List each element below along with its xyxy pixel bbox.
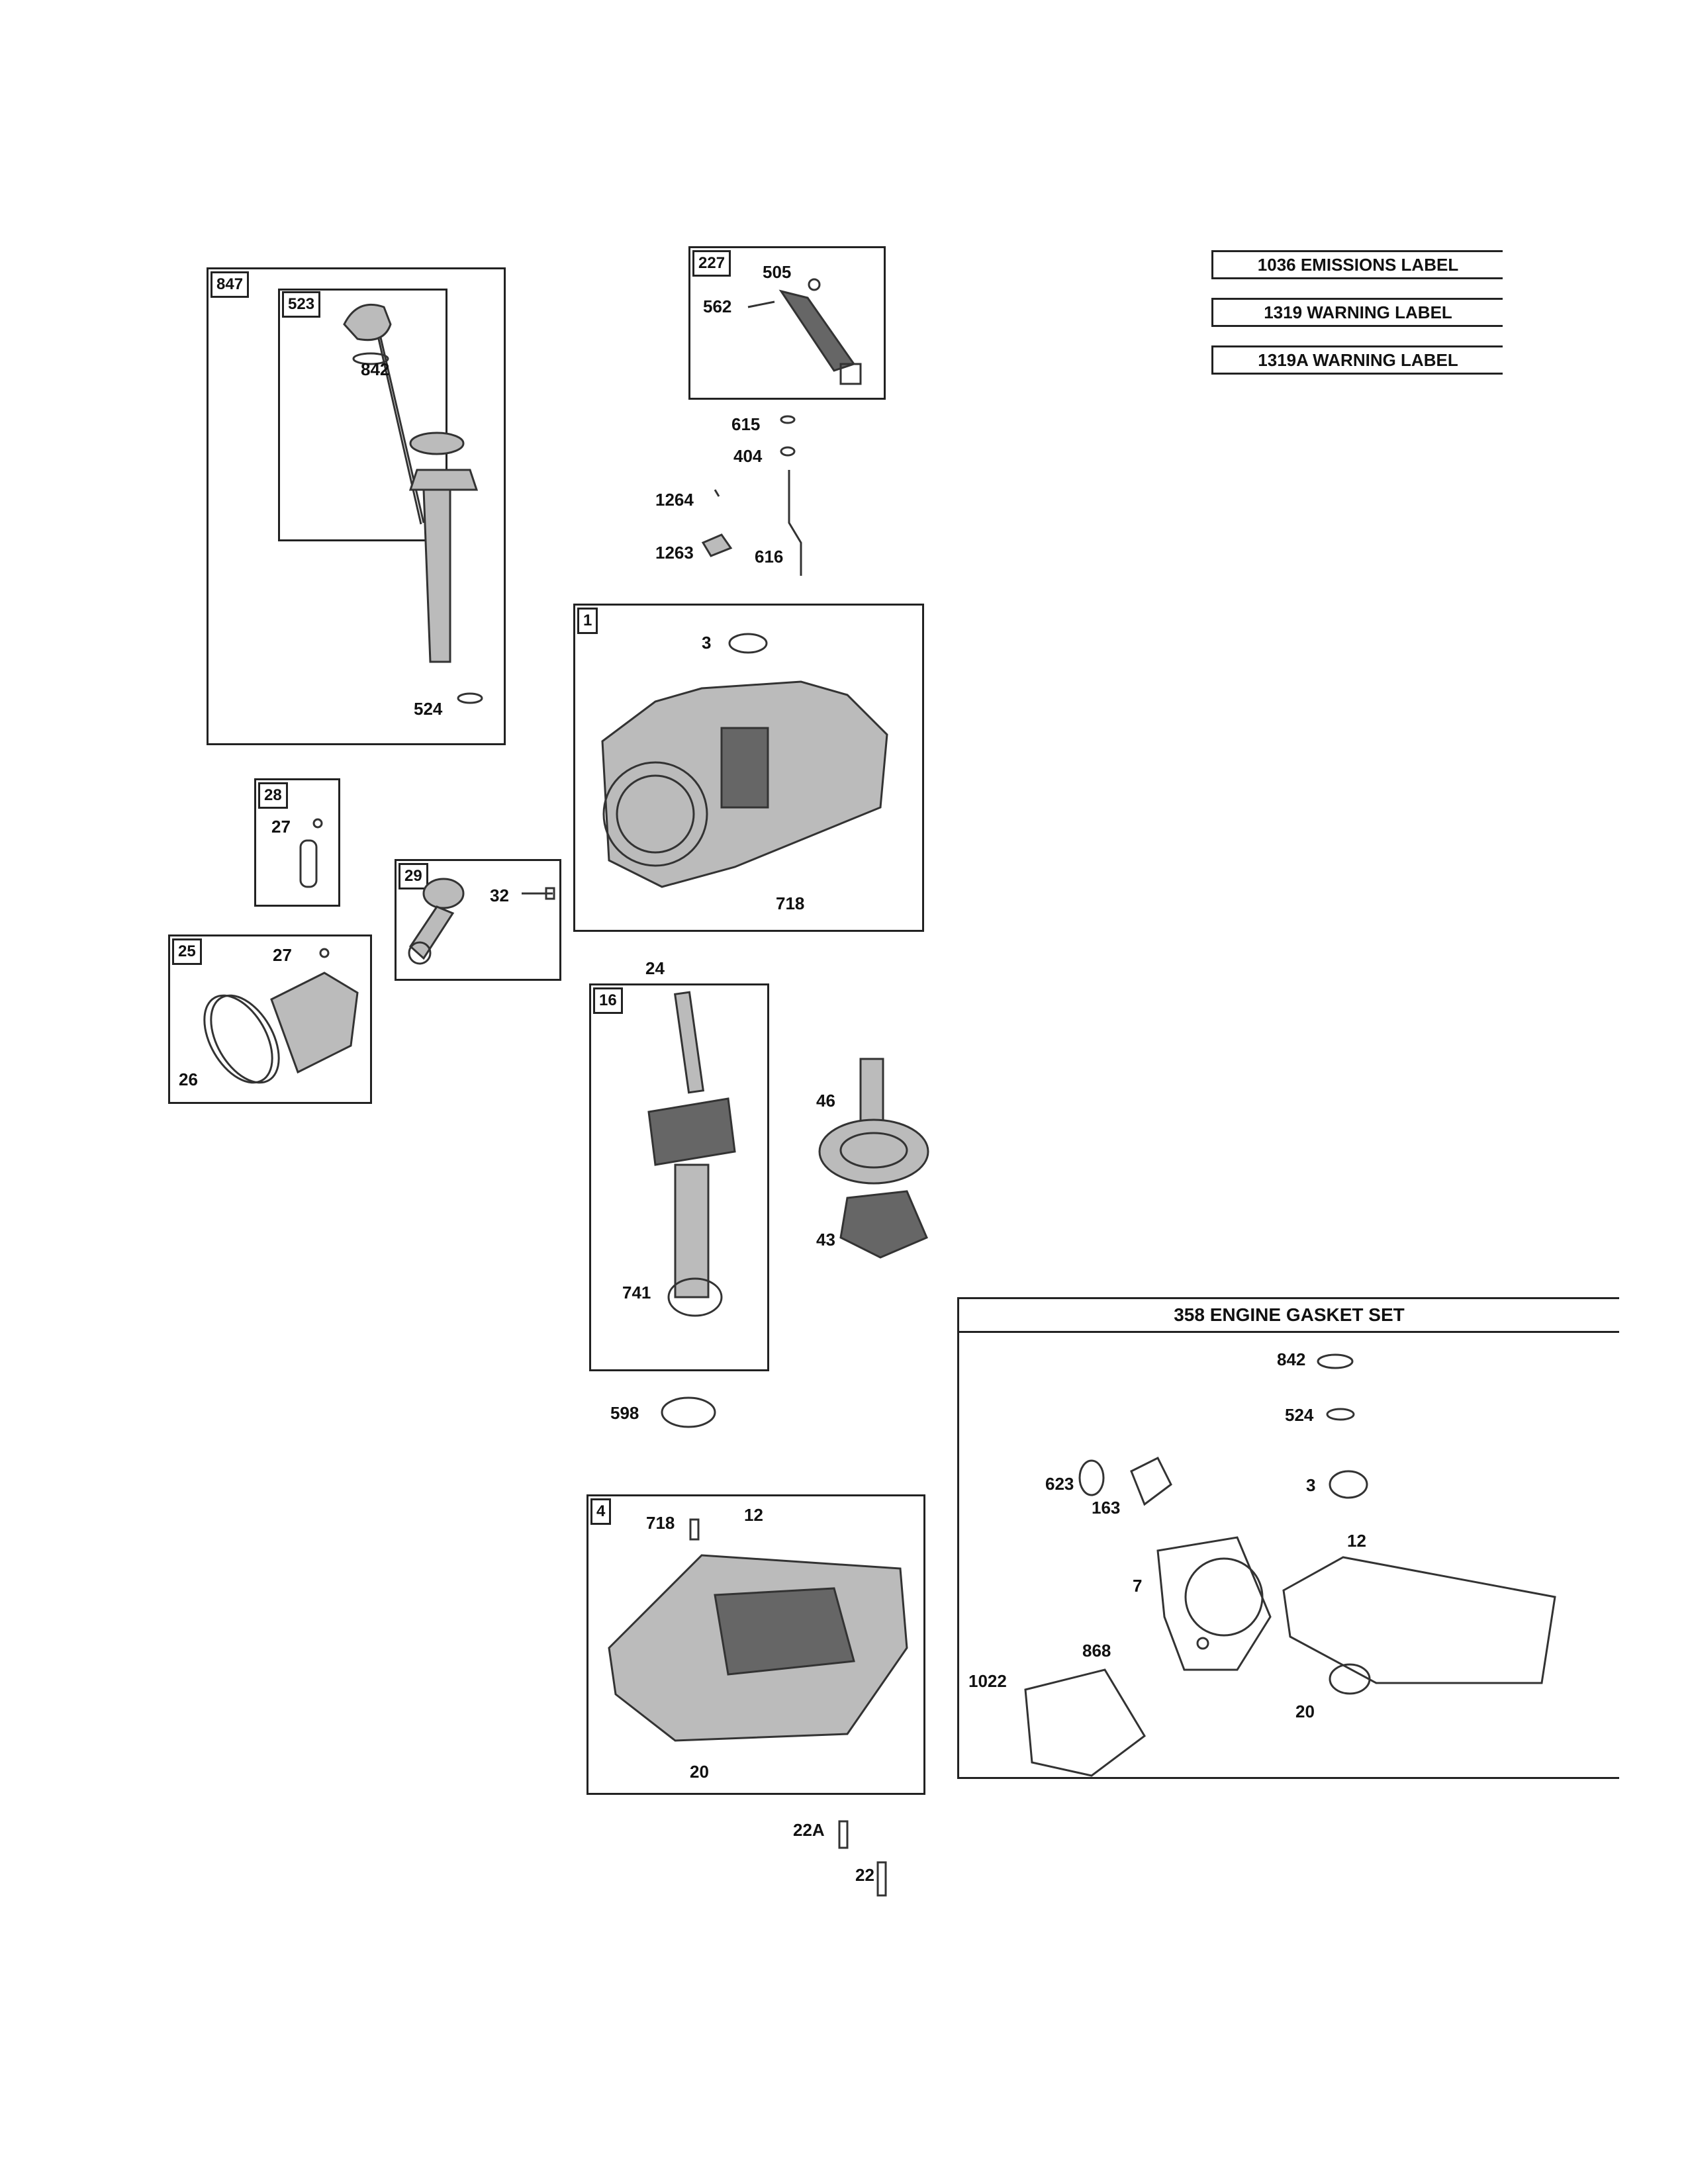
callout-24: 24 — [645, 958, 665, 978]
gasket-callout-868: 868 — [1082, 1641, 1111, 1661]
callout-27: 27 — [271, 817, 291, 837]
callout-43: 43 — [816, 1230, 835, 1250]
group-847-box — [207, 267, 506, 745]
callout-3: 3 — [702, 633, 712, 653]
group-847-tag: 847 — [211, 271, 250, 298]
group-29-tag: 29 — [399, 863, 428, 889]
gasket-set-panel: 358 ENGINE GASKET SET 842 524 623 163 3 … — [957, 1297, 1619, 1779]
callout-562: 562 — [703, 296, 732, 316]
group-523-tag: 523 — [282, 291, 321, 318]
callout-22A: 22A — [793, 1820, 825, 1840]
gasket-callout-842: 842 — [1277, 1349, 1306, 1369]
callout-718: 718 — [776, 893, 805, 913]
callout-27b: 27 — [273, 945, 292, 965]
dipstick-tube-icon — [408, 432, 483, 704]
gasket-598-icon — [661, 1396, 716, 1428]
piston-rings-icon — [203, 948, 359, 1084]
callout-524: 524 — [414, 699, 443, 719]
group-4-tag: 4 — [590, 1498, 612, 1525]
callout-842: 842 — [361, 359, 390, 379]
group-227-box — [688, 246, 886, 400]
callout-22: 22 — [855, 1865, 874, 1885]
group-25-box — [168, 934, 372, 1104]
group-28-box — [254, 778, 340, 907]
callout-598: 598 — [610, 1403, 639, 1423]
group-227-tag: 227 — [692, 250, 731, 277]
emissions-label-item[interactable]: 1036 EMISSIONS LABEL — [1211, 250, 1503, 279]
gasket-callout-7: 7 — [1133, 1576, 1143, 1596]
gasket-set-title: 358 ENGINE GASKET SET — [959, 1299, 1619, 1333]
callout-20: 20 — [690, 1762, 709, 1782]
callout-26: 26 — [179, 1069, 198, 1089]
callout-1264: 1264 — [655, 490, 694, 510]
piston-pin-icon — [299, 818, 323, 888]
bolts-icon — [838, 1820, 887, 1897]
warning-label-a-item[interactable]: 1319A WARNING LABEL — [1211, 345, 1503, 375]
callout-46: 46 — [816, 1091, 835, 1111]
group-1-tag: 1 — [577, 608, 598, 634]
connecting-rod-icon — [408, 878, 555, 965]
group-29-box — [395, 859, 561, 981]
gasket-callout-623: 623 — [1045, 1474, 1074, 1494]
sump-icon — [608, 1518, 908, 1742]
group-16-tag: 16 — [593, 987, 623, 1014]
callout-741: 741 — [622, 1283, 651, 1302]
crankshaft-icon — [647, 991, 736, 1317]
warning-label-item[interactable]: 1319 WARNING LABEL — [1211, 298, 1503, 327]
gasket-callout-20: 20 — [1295, 1702, 1315, 1721]
callout-718b: 718 — [646, 1513, 675, 1533]
gasket-set-icon — [1024, 1353, 1556, 1777]
callout-616: 616 — [755, 547, 784, 567]
gasket-callout-12: 12 — [1347, 1531, 1366, 1551]
gasket-callout-3: 3 — [1306, 1475, 1316, 1495]
cylinder-block-icon — [601, 633, 888, 888]
gasket-callout-524: 524 — [1285, 1405, 1314, 1425]
dipstick-icon — [343, 303, 425, 525]
camshaft-icon — [818, 1058, 929, 1259]
group-25-tag: 25 — [172, 938, 202, 965]
callout-32: 32 — [490, 886, 509, 905]
group-28-tag: 28 — [258, 782, 288, 809]
group-16-box — [589, 983, 769, 1371]
group-1-box — [573, 604, 924, 932]
callout-1263: 1263 — [655, 543, 694, 563]
gasket-callout-1022: 1022 — [968, 1671, 1007, 1691]
gasket-callout-163: 163 — [1092, 1498, 1121, 1518]
callout-12: 12 — [744, 1505, 763, 1525]
governor-shaft-icon — [701, 415, 802, 576]
group-4-box — [586, 1494, 925, 1795]
callout-404: 404 — [733, 446, 763, 466]
group-523-box — [278, 289, 447, 541]
governor-lever-icon — [747, 278, 862, 385]
callout-505: 505 — [763, 262, 792, 282]
callout-615: 615 — [731, 414, 761, 434]
